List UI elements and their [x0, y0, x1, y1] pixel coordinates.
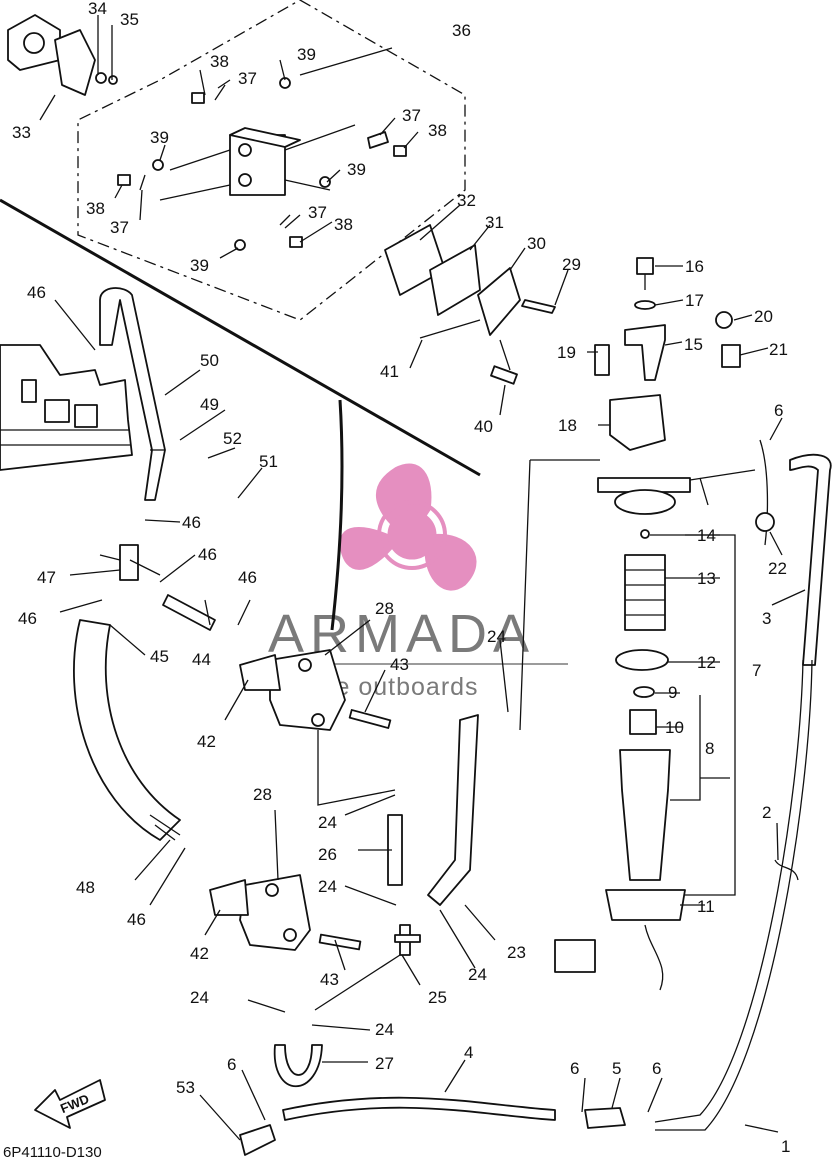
callout-28b: 28 [253, 785, 272, 804]
callout-50: 50 [200, 351, 219, 370]
callout-31: 31 [485, 213, 504, 232]
callout-1: 1 [781, 1137, 790, 1156]
callout-40: 40 [474, 417, 493, 436]
callout-30: 30 [527, 234, 546, 253]
callout-33: 33 [12, 123, 31, 142]
callout-46e: 46 [18, 609, 37, 628]
fuel-pump-diaphragm-plates [384, 224, 556, 385]
callout-39a: 39 [297, 45, 316, 64]
fuel-hoses [73, 287, 832, 1156]
callout-2: 2 [762, 803, 771, 822]
callout-24c: 24 [318, 877, 337, 896]
propeller-logo-icon [339, 463, 477, 591]
callout-39b: 39 [150, 128, 169, 147]
callout-6d: 6 [774, 401, 783, 420]
callout-25: 25 [428, 988, 447, 1007]
primer-pump-kit-box [77, 0, 466, 321]
callout-38b: 38 [428, 121, 447, 140]
callout-43a: 43 [390, 655, 409, 674]
callout-22: 22 [768, 559, 787, 578]
pump-cover-parts [7, 14, 118, 96]
callout-29: 29 [562, 255, 581, 274]
callout-43b: 43 [320, 970, 339, 989]
callout-47: 47 [37, 568, 56, 587]
callout-42b: 42 [190, 944, 209, 963]
callout-16: 16 [685, 257, 704, 276]
callout-42a: 42 [197, 732, 216, 751]
callout-6c: 6 [227, 1055, 236, 1074]
callout-53: 53 [176, 1078, 195, 1097]
callout-39d: 39 [190, 256, 209, 275]
engine-block [0, 198, 481, 631]
fuel-pump-upper [239, 649, 392, 731]
callout-41: 41 [380, 362, 399, 381]
callout-26: 26 [318, 845, 337, 864]
callout-37a: 37 [238, 69, 257, 88]
fwd-arrow-icon: FWD [34, 1079, 106, 1129]
callout-46f: 46 [127, 910, 146, 929]
callout-51: 51 [259, 452, 278, 471]
callout-24a: 24 [487, 627, 506, 646]
leader-lines [39, 15, 806, 1141]
callout-7: 7 [752, 661, 761, 680]
fuel-pump-lower [209, 874, 362, 951]
callout-9: 9 [668, 683, 677, 702]
fuel-filter-assembly [554, 257, 741, 991]
callout-24f: 24 [375, 1020, 394, 1039]
callout-11: 11 [697, 897, 715, 916]
callout-24d: 24 [468, 965, 487, 984]
part-code: 6P41110-D130 [3, 1144, 102, 1160]
callout-10: 10 [665, 718, 684, 737]
callout-35: 35 [120, 10, 139, 29]
callout-48: 48 [76, 878, 95, 897]
callout-46b: 46 [182, 513, 201, 532]
callout-38c: 38 [86, 199, 105, 218]
callout-14: 14 [697, 526, 716, 545]
callout-45: 45 [150, 647, 169, 666]
callout-3: 3 [762, 609, 771, 628]
callout-21: 21 [769, 340, 788, 359]
callout-19: 19 [557, 343, 576, 362]
callout-4: 4 [464, 1043, 473, 1062]
callout-39c: 39 [347, 160, 366, 179]
callout-49: 49 [200, 395, 219, 414]
callout-38a: 38 [210, 52, 229, 71]
callout-17: 17 [685, 291, 704, 310]
callout-15: 15 [684, 335, 703, 354]
callout-34: 34 [88, 0, 107, 18]
callout-18: 18 [558, 416, 577, 435]
callout-52: 52 [223, 429, 242, 448]
callout-6b: 6 [652, 1059, 661, 1078]
callout-5: 5 [612, 1059, 621, 1078]
callout-46d: 46 [238, 568, 257, 587]
callout-27: 27 [375, 1054, 394, 1073]
callout-8: 8 [705, 739, 714, 758]
callout-46a: 46 [27, 283, 46, 302]
callout-23: 23 [507, 943, 526, 962]
callout-38d: 38 [334, 215, 353, 234]
callout-24e: 24 [190, 988, 209, 1007]
callout-46c: 46 [198, 545, 217, 564]
callout-28a: 28 [375, 599, 394, 618]
callout-12: 12 [697, 653, 716, 672]
callout-20: 20 [754, 307, 773, 326]
callout-32: 32 [457, 191, 476, 210]
callout-37c: 37 [110, 218, 129, 237]
callout-44: 44 [192, 650, 211, 669]
callout-numbers: 1 2 3 4 5 6 6 6 6 7 8 9 10 11 12 13 14 1… [3, 0, 790, 1160]
callout-6a: 6 [570, 1059, 579, 1078]
callout-36: 36 [452, 21, 471, 40]
callout-24b: 24 [318, 813, 337, 832]
callout-37b: 37 [402, 106, 421, 125]
callout-37d: 37 [308, 203, 327, 222]
callout-13: 13 [697, 569, 716, 588]
